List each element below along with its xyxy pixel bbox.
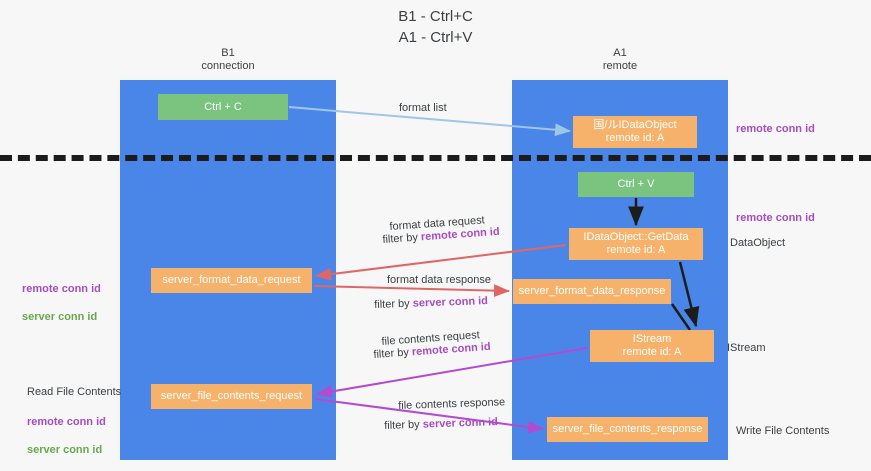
- node-istream[interactable]: IStream remote id: A: [590, 330, 714, 362]
- annotation-dataobject: DataObject: [730, 237, 786, 249]
- filter-prefix: filter by: [373, 346, 413, 361]
- edge-getdata-to-istream: [678, 261, 700, 328]
- edge-response-to-istream: [670, 303, 692, 331]
- edge-label-format-list: format list: [399, 102, 447, 114]
- node-server-file-contents-response[interactable]: server_file_contents_response: [547, 417, 708, 442]
- annotation-left-remote-conn-id: remote conn id: [22, 283, 101, 295]
- annotation-write-file-contents: Write File Contents: [736, 425, 830, 437]
- node-idataobject-line2: remote id: A: [605, 132, 665, 144]
- node-ctrl-c-label: Ctrl + C: [204, 100, 242, 113]
- edge-file-contents-request: [316, 347, 588, 398]
- annotation-left-server-conn-id-2: server conn id: [27, 444, 103, 456]
- filter-prefix: filter by: [382, 231, 422, 246]
- node-getdata-line1: IDataObject::GetData: [583, 231, 689, 243]
- node-idataobject-getdata[interactable]: IDataObject::GetData remote id: A: [569, 228, 703, 260]
- node-sfdresp-label: server_format_data_response: [518, 285, 666, 297]
- edge-file-contents-response: [314, 398, 544, 434]
- node-idataobject[interactable]: 国/ルIDataObject remote id: A: [573, 116, 697, 148]
- filter-key-server-conn-id: server conn id: [412, 295, 489, 310]
- page-title: B1 - Ctrl+C A1 - Ctrl+V: [398, 8, 473, 46]
- edge-format-list: [288, 106, 571, 137]
- annotation-left-remote-conn-id-2: remote conn id: [27, 416, 106, 428]
- lane-header-a1: A1 remote: [602, 47, 638, 72]
- lane-header-b1: B1 connection: [201, 47, 255, 72]
- node-idataobject-line1: 国/ルIDataObject: [593, 119, 677, 131]
- node-server-file-contents-request[interactable]: server_file_contents_request: [151, 384, 312, 409]
- node-ctrl-v[interactable]: Ctrl + V: [578, 172, 694, 197]
- node-getdata-line2: remote id: A: [606, 244, 666, 256]
- annotation-remote-conn-id-top: remote conn id: [736, 123, 815, 135]
- divider-dashed-line: [0, 155, 871, 161]
- filter-key-server-conn-id: server conn id: [422, 416, 499, 431]
- annotation-istream: IStream: [727, 342, 766, 354]
- node-sfdreq-label: server_format_data_request: [162, 274, 301, 286]
- edge-format-data-response: [313, 284, 510, 298]
- node-ctrl-c[interactable]: Ctrl + C: [158, 94, 288, 120]
- edge-format-data-request: [315, 244, 567, 281]
- edge-label-format-data-response: format data response: [387, 274, 491, 286]
- filter-prefix: filter by: [384, 418, 423, 432]
- annotation-remote-conn-id-mid: remote conn id: [736, 212, 815, 224]
- annotation-read-file-contents: Read File Contents: [27, 386, 122, 398]
- node-ctrl-v-label: Ctrl + V: [617, 178, 655, 190]
- annotation-left-conn-ids: remote conn id server conn id: [22, 268, 101, 338]
- node-server-format-data-response[interactable]: server_format_data_response: [513, 279, 671, 304]
- filter-prefix: filter by: [374, 297, 413, 311]
- annotation-left-server-conn-id: server conn id: [22, 311, 98, 323]
- node-server-format-data-request[interactable]: server_format_data_request: [151, 268, 312, 293]
- annotation-left-conn-ids-2: remote conn id server conn id: [27, 401, 106, 471]
- node-sfcresp-label: server_file_contents_response: [552, 423, 703, 435]
- node-sfcreq-label: server_file_contents_request: [160, 390, 303, 402]
- node-istream-line2: remote id: A: [622, 346, 682, 358]
- node-istream-line1: IStream: [632, 333, 672, 345]
